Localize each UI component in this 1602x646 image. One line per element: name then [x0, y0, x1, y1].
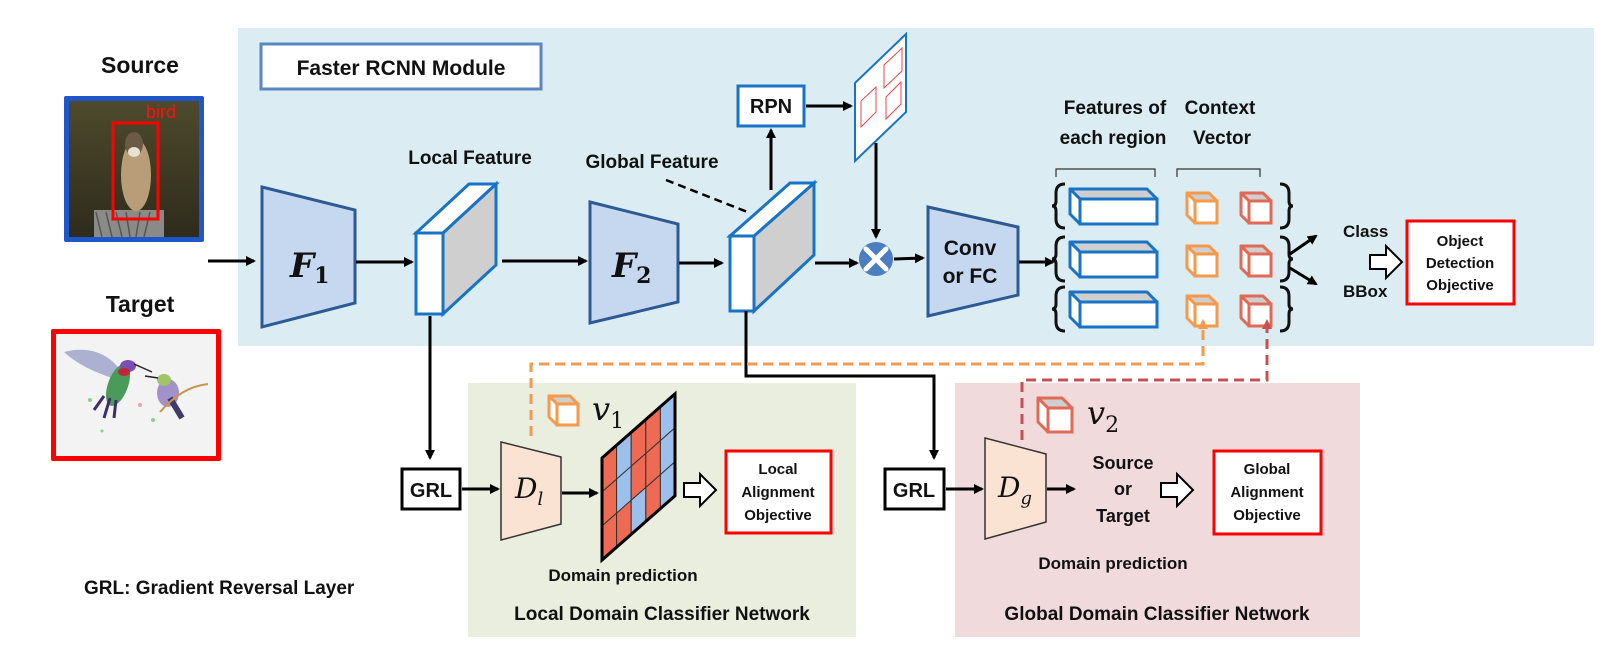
faster-rcnn-title-box: Faster RCNN Module	[259, 42, 543, 91]
global-objective-line-3: Objective	[1233, 507, 1301, 524]
region-proposals-plane	[854, 31, 907, 164]
global-classifier-title: Global Domain Classifier Network	[1004, 604, 1310, 625]
global-discriminator: Dg	[984, 437, 1047, 540]
local-objective-line-1: Local	[758, 461, 797, 478]
rpn-label: RPN	[750, 96, 792, 118]
local-domain-prediction-map	[600, 390, 677, 564]
f1-module: F1	[260, 185, 357, 329]
grl-legend: GRL: Gradient Reversal Layer	[84, 578, 355, 599]
local-discriminator: Dl	[500, 441, 562, 541]
target-image	[51, 329, 221, 461]
region-row	[1051, 182, 1294, 230]
v1-context-dashed-line	[529, 319, 1208, 436]
detection-objective-line-2: Detection	[1426, 255, 1494, 272]
local-alignment-objective-box: Local Alignment Objective	[724, 449, 833, 535]
region-row	[1051, 285, 1294, 333]
local-grl-label: GRL	[410, 480, 452, 502]
local-domain-prediction-label: Domain prediction	[548, 566, 697, 585]
global-alignment-objective-box: Global Alignment Objective	[1212, 449, 1323, 536]
left-brace	[1051, 285, 1066, 333]
global-feature-to-grl-arrow	[744, 311, 939, 460]
local-context-cube	[1185, 191, 1219, 225]
region-row	[1051, 235, 1294, 283]
local-classifier-title: Local Domain Classifier Network	[514, 604, 810, 625]
global-domain-prediction-label: Domain prediction	[1038, 554, 1187, 573]
source-or-target-line-1: Source	[1092, 453, 1153, 473]
local-feature-label: Local Feature	[408, 148, 532, 169]
global-grl-box: GRL	[883, 467, 946, 511]
left-brace	[1051, 182, 1066, 230]
global-feature-block	[726, 179, 818, 315]
right-brace	[1279, 235, 1294, 283]
dl-symbol: Dl	[514, 472, 543, 510]
context-bracket	[1176, 168, 1261, 177]
context-vector-label-2: Vector	[1193, 128, 1252, 149]
roi-pooling-operator	[859, 242, 893, 276]
source-or-target-line-3: Target	[1096, 506, 1150, 526]
v2-cube	[1036, 396, 1074, 434]
right-brace	[1279, 182, 1294, 230]
local-grl-box: GRL	[400, 467, 462, 511]
dg-symbol: Dg	[997, 471, 1032, 509]
source-bbox-label: bird	[146, 102, 176, 122]
local-objective-arrow-icon	[683, 471, 718, 509]
v2-context-dashed-line	[1020, 319, 1272, 440]
prediction-map-border	[600, 390, 677, 564]
global-feature-label: Global Feature	[585, 152, 718, 173]
region-feature-box	[1068, 290, 1159, 329]
region-feature-rows	[1051, 182, 1294, 333]
local-context-cube	[1185, 244, 1219, 278]
global-context-cube	[1239, 191, 1273, 225]
object-detection-objective-box: Object Detection Objective	[1405, 219, 1516, 306]
rpn-box: RPN	[736, 84, 806, 128]
detection-objective-line-3: Objective	[1426, 277, 1494, 294]
context-vector-label-1: Context	[1185, 98, 1256, 119]
v1-context-cube-icon	[547, 394, 580, 427]
global-grl-label: GRL	[893, 480, 935, 502]
local-feature-block	[412, 180, 500, 318]
global-objective-arrow-icon	[1160, 471, 1195, 509]
source-title: Source	[101, 52, 179, 78]
left-brace	[1051, 235, 1066, 283]
local-context-cube	[1185, 294, 1219, 328]
faster-rcnn-title: Faster RCNN Module	[297, 57, 506, 80]
detection-objective-arrow-icon	[1369, 243, 1404, 281]
conv-fc-label-2: or FC	[943, 265, 998, 288]
f1-symbol: F1	[289, 246, 329, 289]
source-image: bird	[64, 96, 204, 242]
conv-fc-label-1: Conv	[944, 237, 997, 260]
features-region-label-2: each region	[1060, 128, 1167, 149]
v2-symbol: v2	[1087, 394, 1119, 438]
detection-objective-line-1: Object	[1437, 233, 1484, 250]
class-arrow	[1289, 234, 1318, 256]
global-context-cube	[1239, 294, 1273, 328]
class-label: Class	[1343, 222, 1388, 241]
bbox-label: BBox	[1343, 282, 1388, 301]
region-feature-box	[1068, 240, 1159, 279]
features-region-label-1: Features of	[1064, 98, 1167, 119]
global-context-cube	[1239, 244, 1273, 278]
target-title: Target	[106, 291, 175, 317]
bbox-arrow	[1289, 266, 1318, 286]
right-brace	[1279, 285, 1294, 333]
f2-symbol: F2	[611, 246, 651, 289]
conv-fc-module: Conv or FC	[926, 205, 1020, 318]
global-feature-pointer	[665, 178, 751, 215]
global-objective-line-2: Alignment	[1230, 484, 1303, 501]
v2-context-cube-icon	[1036, 396, 1074, 434]
local-objective-line-3: Objective	[744, 507, 812, 524]
global-objective-line-1: Global	[1244, 461, 1291, 478]
local-objective-line-2: Alignment	[741, 484, 814, 501]
f2-module: F2	[588, 200, 680, 325]
v1-symbol: v1	[592, 390, 624, 434]
region-feature-box	[1068, 187, 1159, 226]
pool-to-conv-arrow	[893, 253, 925, 264]
v1-cube	[547, 394, 580, 427]
features-bracket	[1055, 168, 1156, 177]
source-or-target-line-2: or	[1114, 479, 1132, 499]
source-bbox	[111, 121, 160, 221]
